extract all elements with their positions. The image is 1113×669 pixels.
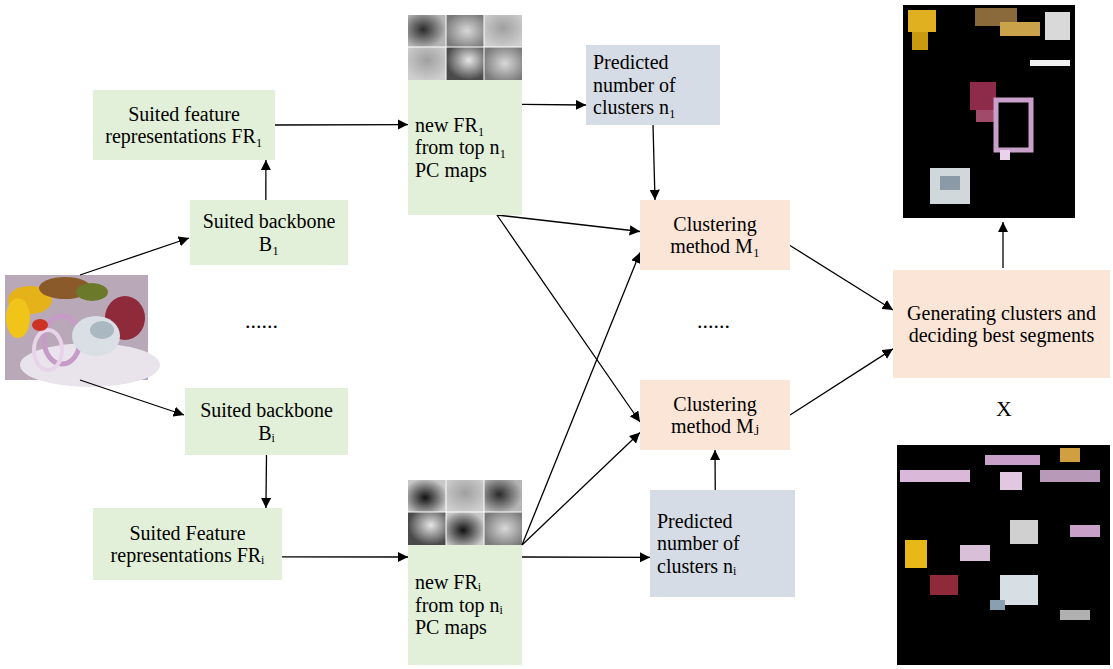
flow-arrow — [653, 125, 655, 200]
input-arrow — [80, 238, 189, 275]
segment-decision-box: Generating clusters and deciding best se… — [893, 270, 1110, 378]
pc-map-box: new FR₁ from top n₁ PC maps — [408, 80, 522, 215]
cluster-count-box: Predicted number of clusters nᵢ — [650, 490, 795, 597]
flow-arrow — [265, 455, 267, 508]
box-text: Predicted number of clusters n₁ — [593, 51, 713, 118]
feature-box: Suited feature representations FR₁ — [93, 90, 275, 160]
box-text: Suited feature representations FR₁ — [100, 103, 268, 148]
flow-arrow — [522, 556, 650, 558]
flow-arrow — [522, 433, 640, 546]
box-text: Clustering method Mⱼ — [647, 393, 783, 438]
box-text: Suited Feature representations FRᵢ — [100, 522, 275, 567]
segment-output — [897, 445, 1110, 665]
ellipsis: ...... — [697, 308, 730, 334]
box-text: Clustering method M₁ — [647, 213, 783, 258]
input-photo — [5, 275, 160, 387]
flow-arrow — [282, 556, 408, 557]
clustering-box: Clustering method Mⱼ — [640, 380, 790, 450]
flow-arrow — [522, 104, 586, 106]
flow-arrow — [790, 246, 893, 310]
box-text: new FR₁ from top n₁ PC maps — [415, 114, 515, 181]
flow-arrow — [275, 124, 408, 126]
box-text: Suited backbone B₁ — [197, 210, 341, 255]
flow-arrow — [497, 215, 640, 232]
flow-arrow — [714, 450, 716, 490]
box-text: Predicted number of clusters nᵢ — [657, 510, 788, 577]
backbone-box: Suited backbone Bᵢ — [185, 388, 348, 455]
clustering-box: Clustering method M₁ — [640, 200, 790, 270]
flow-arrow — [522, 253, 640, 546]
ellipsis: ...... — [245, 308, 278, 334]
flow-arrow — [790, 349, 893, 415]
pc-map-thumbnails — [408, 15, 522, 80]
pc-map-box: new FRᵢ from top nᵢ PC maps — [408, 545, 522, 665]
cluster-count-box: Predicted number of clusters n₁ — [586, 45, 720, 125]
feature-box: Suited Feature representations FRᵢ — [93, 508, 282, 580]
segment-output — [903, 5, 1075, 218]
box-text: new FRᵢ from top nᵢ PC maps — [415, 571, 515, 638]
comparison-mark: X — [996, 396, 1012, 422]
pc-map-thumbnails — [408, 480, 522, 545]
output-arrow — [1002, 222, 1003, 268]
box-text: Suited backbone Bᵢ — [192, 399, 341, 444]
flow-arrow — [497, 215, 640, 422]
backbone-box: Suited backbone B₁ — [190, 200, 348, 265]
flow-arrow — [265, 160, 266, 200]
input-arrow — [80, 380, 184, 415]
box-text: Generating clusters and deciding best se… — [900, 302, 1103, 347]
